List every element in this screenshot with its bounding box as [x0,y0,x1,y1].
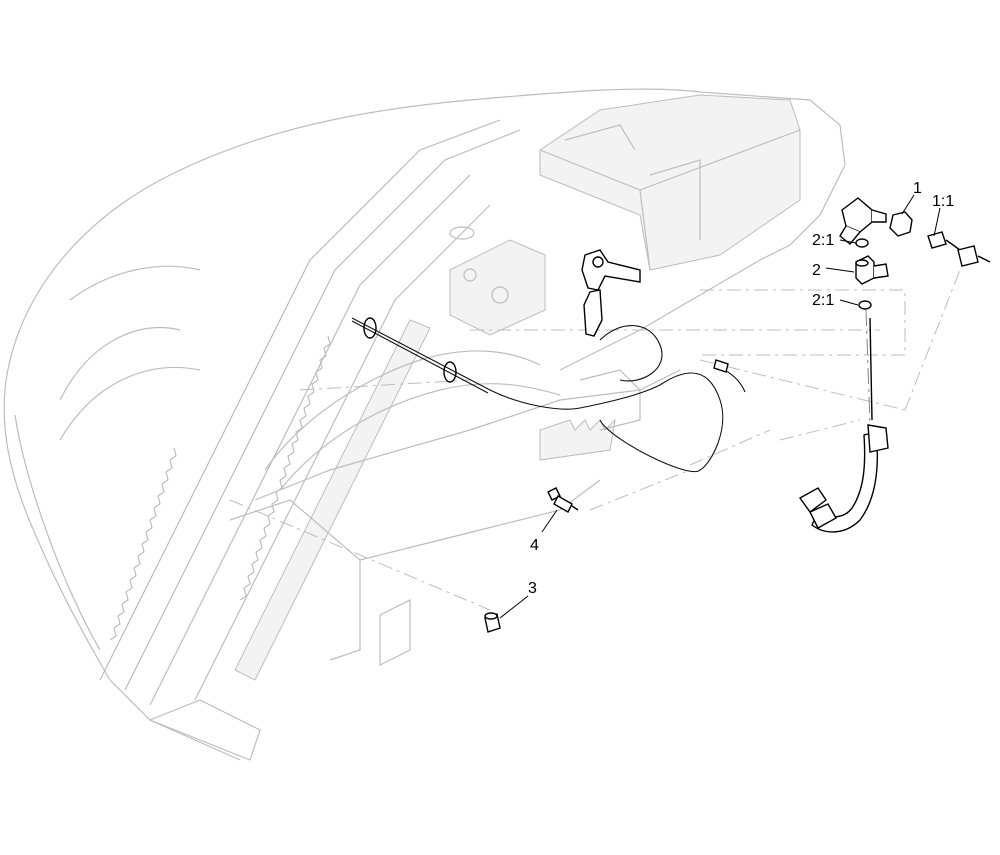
callout-2: 2 [812,262,855,279]
callout-1: 1 [901,180,922,215]
callout-2-1-top-label: 2:1 [812,232,834,249]
o-ring-left [363,317,377,339]
callout-4: 4 [530,509,558,554]
o-ring-right [443,361,457,383]
elbow-fitting-part-1 [839,197,913,245]
o-ring-part-2-1-top [855,238,869,248]
callout-2-1-bottom: 2:1 [812,292,859,309]
hose-assembly [798,309,889,533]
wire-connector [713,359,729,373]
callout-3-label: 3 [528,580,537,597]
callout-4-label: 4 [530,537,539,554]
callout-1-1-label: 1:1 [932,193,954,210]
connector-part-1-1 [927,231,991,267]
callout-3: 3 [499,580,537,619]
tee-fitting-part-2 [855,255,889,285]
callout-2-1-bottom-label: 2:1 [812,292,834,309]
callout-1-1: 1:1 [932,193,954,237]
o-ring-part-2-1-bottom [858,300,872,310]
callout-2-1-top: 2:1 [812,232,857,249]
callout-1-label: 1 [913,180,922,197]
plug-part-3 [484,612,501,633]
valve-fitting [581,249,641,337]
sensor-fitting-part-4 [547,487,579,513]
callout-2-label: 2 [812,262,821,279]
machine-frame-ghost [3,88,961,761]
